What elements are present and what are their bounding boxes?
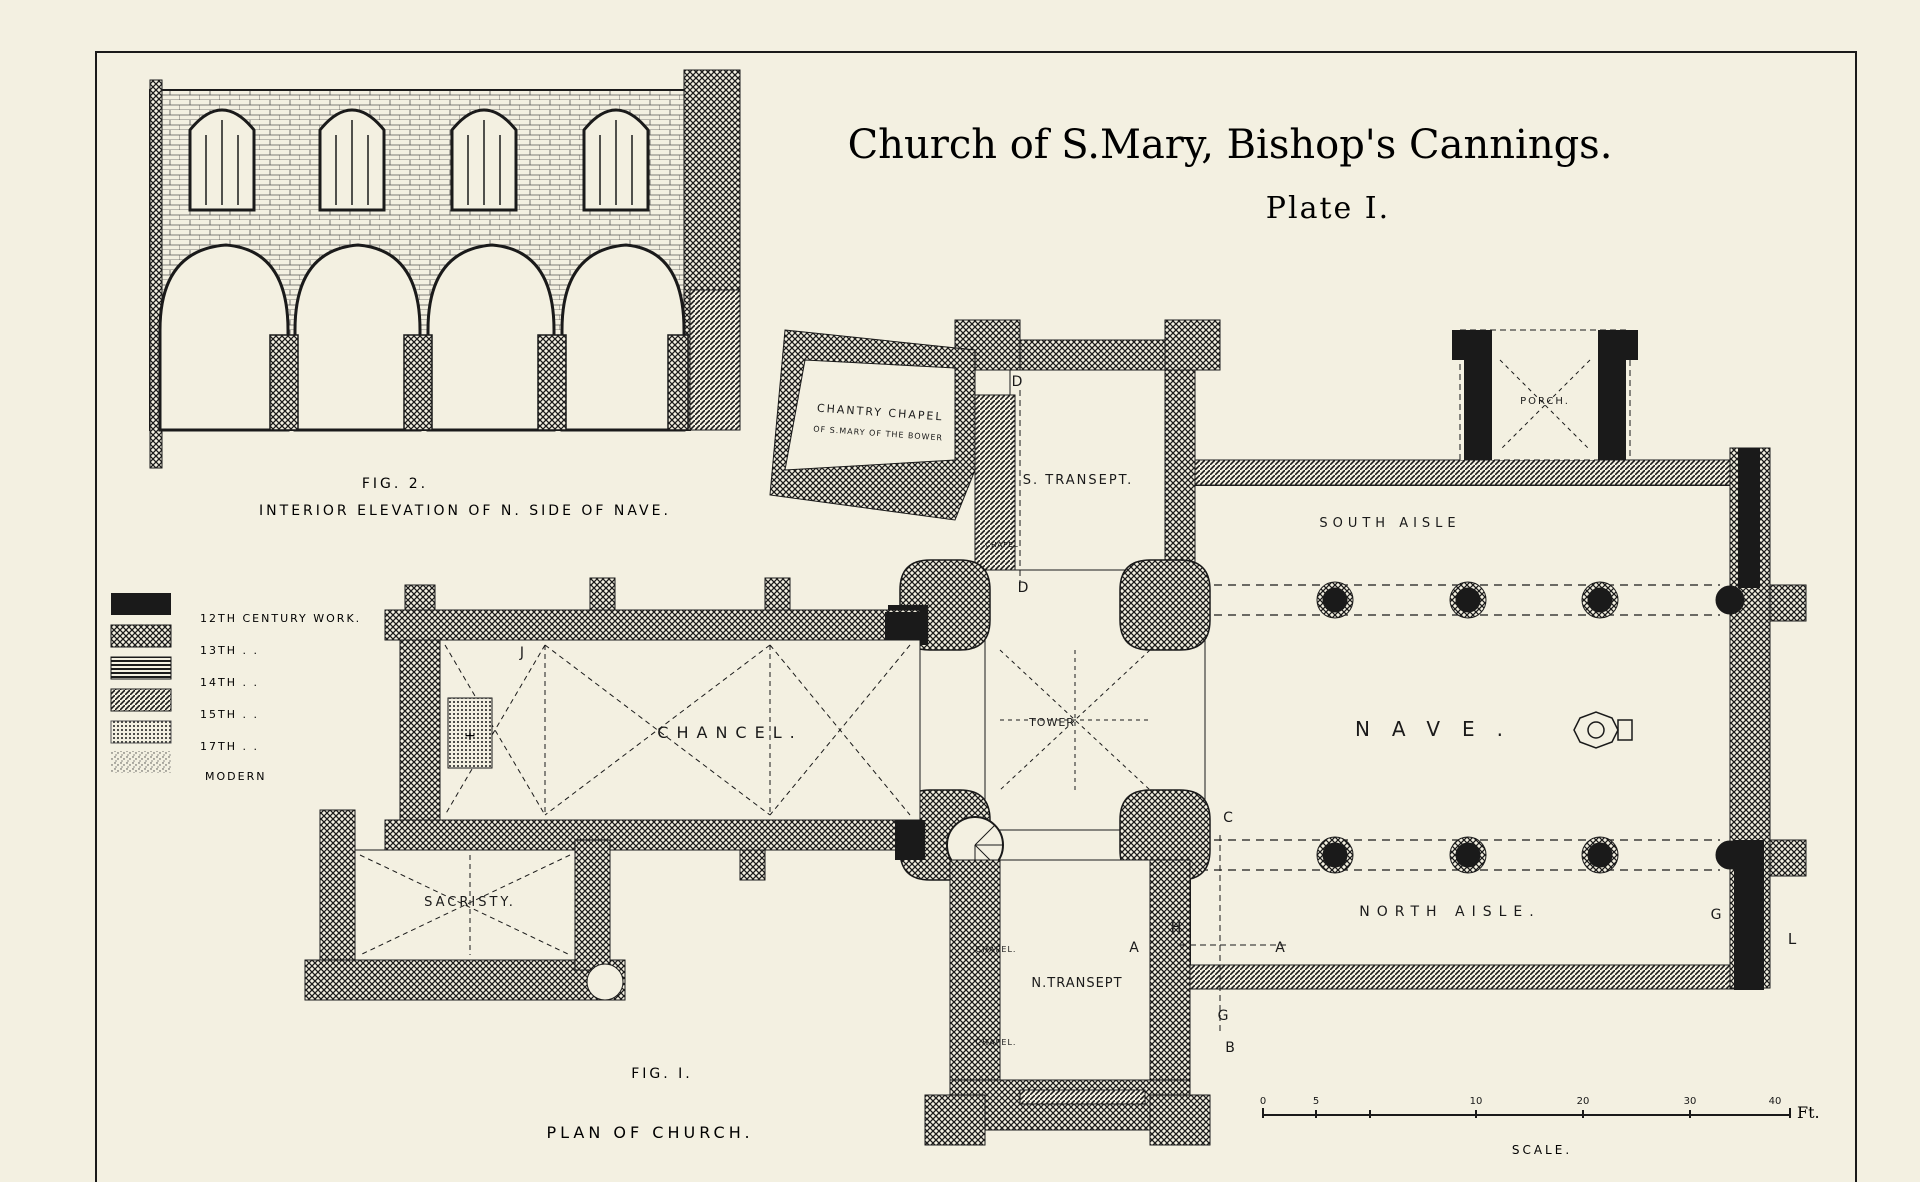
plate-title: Church of S.Mary, Bishop's Cannings. — [848, 122, 1613, 168]
scale-tick-5: 5 — [1313, 1096, 1319, 1107]
mark-j: J — [519, 645, 524, 661]
label-chapel-3: CHAPEL. — [976, 1038, 1017, 1047]
legend-label-14th: 14TH . . — [200, 676, 259, 689]
legend-swatch-12th — [111, 593, 171, 615]
scale-tick-20: 20 — [1577, 1096, 1590, 1107]
church-plan: + — [304, 319, 1807, 1146]
label-north-aisle: NORTH AISLE. — [1359, 904, 1540, 920]
plate-subtitle: Plate I. — [1266, 191, 1390, 226]
mark-d-top: D — [1012, 374, 1023, 390]
legend-swatch-13th — [110, 624, 172, 648]
svg-text:+: + — [464, 728, 476, 744]
mark-a-left: A — [1129, 940, 1139, 956]
mark-c: C — [1223, 810, 1233, 826]
legend-label-17th: 17TH . . — [200, 740, 259, 753]
legend-swatch-15th — [110, 688, 172, 712]
plate-frame — [95, 51, 1857, 1182]
fig2-caption: INTERIOR ELEVATION OF N. SIDE OF NAVE. — [259, 503, 671, 519]
altar — [447, 697, 493, 769]
legend-swatch-modern — [111, 751, 171, 773]
label-n-transept: N.TRANSEPT — [1031, 976, 1122, 991]
scale-tick-10: 10 — [1470, 1096, 1483, 1107]
legend-label-15th: 15TH . . — [200, 708, 259, 721]
mark-g-bottom: G — [1218, 1008, 1229, 1024]
label-chapel-2: CHAPEL. — [976, 945, 1017, 954]
fig1-label: FIG. I. — [631, 1066, 693, 1082]
nave-elevation-drawing — [149, 69, 741, 469]
fig2-label: FIG. 2. — [362, 476, 428, 492]
scale-bar — [1262, 1108, 1791, 1118]
label-porch: PORCH. — [1520, 396, 1570, 407]
scale-unit: Ft. — [1797, 1103, 1820, 1122]
legend-label-12th: 12TH CENTURY WORK. — [200, 612, 361, 625]
legend-swatch-14th — [110, 656, 172, 680]
label-south-aisle: SOUTH AISLE — [1319, 516, 1460, 531]
mark-g-right: G — [1711, 907, 1722, 923]
scale-label: SCALE. — [1512, 1143, 1572, 1157]
scale-tick-30: 30 — [1684, 1096, 1697, 1107]
legend-label-modern: MODERN — [205, 770, 266, 783]
scale-tick-40: 40 — [1769, 1096, 1782, 1107]
font-symbol — [1573, 711, 1633, 749]
label-chancel: CHANCEL. — [657, 723, 802, 742]
legend-swatches — [110, 593, 172, 773]
label-sacristy: SACRISTY. — [424, 895, 516, 910]
mark-h: H — [1171, 920, 1182, 936]
mark-a-right: A — [1275, 940, 1285, 956]
nave-interior — [1189, 484, 1741, 986]
fig1-caption: PLAN OF CHURCH. — [546, 1123, 753, 1142]
legend-swatch-17th — [110, 720, 172, 744]
label-nave: NAVE. — [1355, 717, 1525, 741]
label-chapel-1: CHAPEL — [985, 541, 1018, 549]
label-s-transept: S. TRANSEPT. — [1023, 473, 1133, 488]
label-tower: TOWER — [1028, 716, 1075, 729]
mark-l: L — [1788, 930, 1797, 948]
scale-tick-0: 0 — [1260, 1096, 1266, 1107]
mark-b: B — [1225, 1040, 1235, 1056]
legend-label-13th: 13TH . . — [200, 644, 259, 657]
mark-d-bottom: D — [1018, 580, 1029, 596]
